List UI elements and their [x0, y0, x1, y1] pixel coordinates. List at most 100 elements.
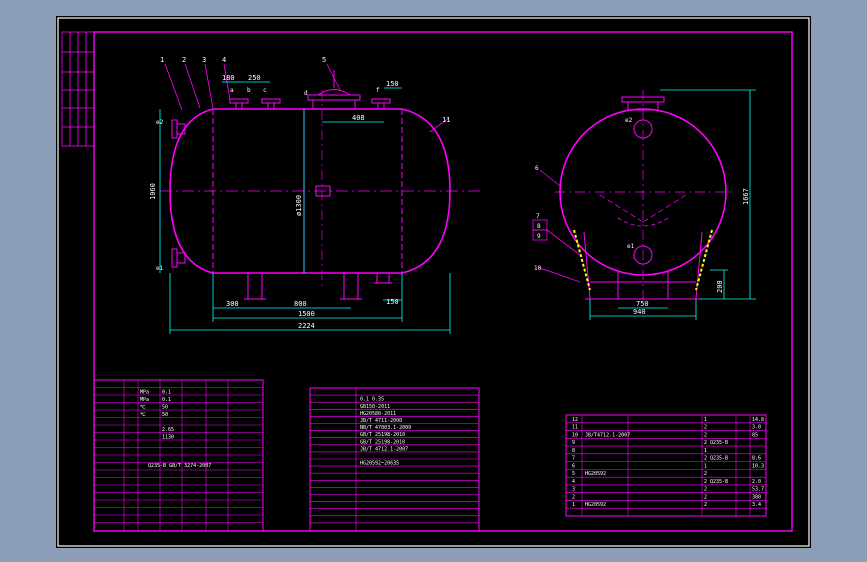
saddle-hatch-right — [695, 229, 713, 291]
callout-2: 2 — [182, 56, 186, 64]
dim-200: 200 — [716, 280, 724, 293]
side-callout-9: 9 — [537, 233, 541, 240]
bom-cell: 8 — [572, 448, 575, 454]
design-cell: ℃ — [140, 412, 146, 418]
callout-11: 11 — [442, 116, 450, 124]
nozzle-c: c — [263, 87, 267, 94]
note-line: NB/T 47003.1-2009 — [360, 425, 411, 431]
left-stamp-strip — [61, 31, 95, 147]
bom-cell: 11 — [572, 425, 578, 431]
side-nozzle-e1 — [633, 245, 653, 265]
note-line: GB/T 25198-2010 — [360, 439, 405, 445]
bom-cell: HG20592 — [585, 502, 606, 508]
bom-cell: 2 — [704, 440, 707, 446]
dim-180: 180 — [222, 74, 235, 82]
note-line: JB/T 4711-2000 — [360, 418, 402, 424]
side-nozzle-label-e2: e2 — [625, 117, 633, 124]
bom-cell: 2 — [704, 494, 707, 500]
side-top-nozzle — [621, 96, 665, 111]
side-nozzle-e2 — [633, 119, 653, 139]
dim-250: 250 — [248, 74, 261, 82]
side-callout-7: 7 — [536, 213, 540, 220]
bom-cell: 8.6 — [752, 456, 761, 462]
bom-cell: 14.8 — [752, 417, 764, 423]
bom-cell: Q235-B — [710, 479, 728, 485]
callout-1: 1 — [160, 56, 164, 64]
note-line: GB/T 25198-2010 — [360, 432, 405, 438]
bom-cell: 10 — [572, 432, 578, 438]
nozzle-f: f — [376, 87, 380, 94]
bom-cell: 2 — [704, 456, 707, 462]
bom-cell: 6 — [572, 463, 575, 469]
bom-cell: 2 — [704, 471, 707, 477]
bom-cell: 2 — [572, 494, 575, 500]
bom-cell: 3 — [572, 487, 575, 493]
bom-cell: 2 — [704, 487, 707, 493]
callout-3: 3 — [202, 56, 206, 64]
design-cell: 50 — [162, 405, 168, 411]
bom-cell: 9 — [572, 440, 575, 446]
bom-cell: 2.0 — [752, 479, 761, 485]
design-cell: 50 — [162, 412, 168, 418]
bom-cell: 2 — [704, 479, 707, 485]
dim-940: 940 — [633, 308, 646, 316]
nozzle-b: b — [247, 87, 251, 94]
callout-5: 5 — [322, 56, 326, 64]
side-nozzle-label-e1: e1 — [627, 243, 635, 250]
dim-2224: 2224 — [298, 322, 315, 330]
bom-cell: 3.4 — [752, 502, 761, 508]
nozzle-a: a — [230, 87, 234, 94]
dim-1667: 1667 — [742, 188, 750, 205]
bom-cell: Q235-B — [710, 456, 728, 462]
dim-750: 750 — [636, 300, 649, 308]
bom-cell: 85 — [752, 432, 758, 438]
bom-cell: 5 — [572, 471, 575, 477]
bom-cell: HG20592 — [585, 471, 606, 477]
design-cell: 1130 — [162, 435, 174, 441]
design-code-line: Q235-B GB/T 3274-2007 — [148, 463, 211, 469]
nozzle-d: d — [304, 90, 308, 97]
dim-1060: 1060 — [149, 183, 157, 200]
side-view: 6 7 8 9 10 e2 e1 1667 200 750 940 — [532, 89, 756, 320]
side-dimension-lines — [589, 89, 756, 320]
side-callout-6: 6 — [535, 165, 539, 172]
side-callout-8: 8 — [537, 223, 541, 230]
design-cell: ℃ — [140, 405, 146, 411]
nameplate — [315, 185, 331, 197]
bom-cell: 1 — [704, 417, 707, 423]
note-line: HG20580-2011 — [360, 411, 396, 417]
side-nozzles — [171, 119, 186, 268]
bom-cell: 53.7 — [752, 487, 764, 493]
dim-300: 300 — [226, 300, 239, 308]
callout-4: 4 — [222, 56, 226, 64]
bom-cell: 12 — [572, 417, 578, 423]
dim-top-150: 150 — [386, 80, 399, 88]
note-line: JB/T 4712.1-2007 — [360, 446, 408, 452]
dim-800: 800 — [294, 300, 307, 308]
side-leaders — [532, 169, 581, 283]
note-line: GB150-2011 — [360, 404, 390, 410]
bom-cell: 7 — [572, 456, 575, 462]
note-line: HG20592~20635 — [360, 461, 399, 467]
top-nozzles — [229, 70, 391, 110]
design-cell: 2.65 — [162, 427, 174, 433]
bom-cell: 2 — [704, 502, 707, 508]
design-cell: 0.1 — [162, 390, 171, 396]
front-view: 1 2 3 4 5 11 a b c d f e2 e1 180 250 150… — [149, 56, 480, 334]
bom-cell: 2 — [704, 432, 707, 438]
bom-cell: 1 — [572, 502, 575, 508]
design-cell: MPa — [140, 390, 149, 396]
note-line: 0.1 0.35 — [360, 397, 384, 403]
front-dimension-lines — [159, 81, 451, 334]
side-saddle — [583, 231, 703, 300]
outer-frame — [57, 17, 810, 547]
bom-cell: 4 — [572, 479, 575, 485]
bom-cell: JB/T4712.1-2007 — [585, 432, 630, 438]
bom-cell: 2 — [704, 425, 707, 431]
bom-cell: 1 — [704, 463, 707, 469]
front-supports — [244, 272, 392, 300]
dim-1500: 1500 — [298, 310, 315, 318]
